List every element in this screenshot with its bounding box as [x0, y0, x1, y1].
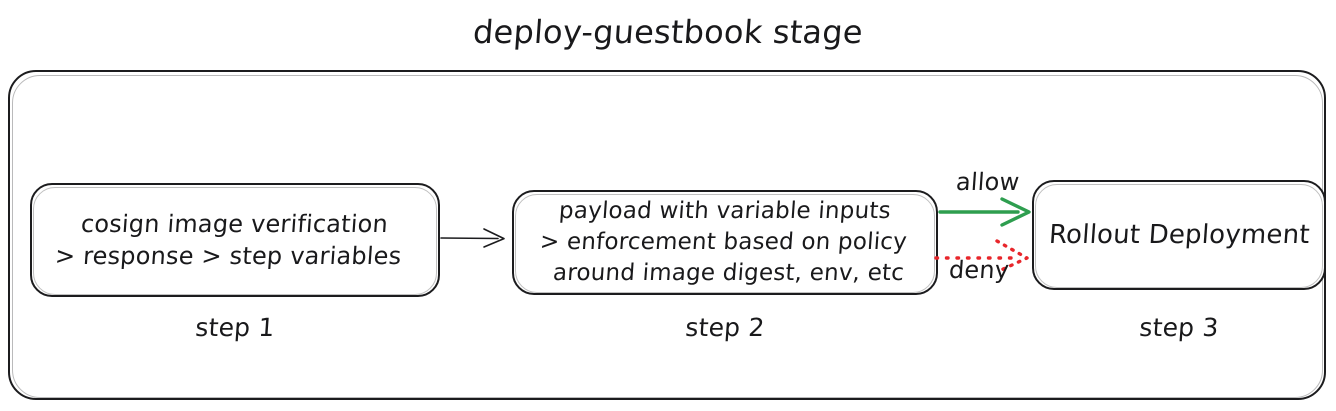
step-box-2-line-2: > enforcement based on policy: [538, 229, 908, 255]
step-box-1-line-2: > response > step variables: [53, 242, 403, 270]
step-caption-1: step 1: [194, 313, 276, 342]
step-box-3[interactable]: Rollout Deployment: [1032, 180, 1326, 290]
page-title: deploy-guestbook stage: [471, 13, 865, 51]
edge-label-deny: deny: [948, 256, 1011, 284]
step-box-3-line-1: Rollout Deployment: [1047, 220, 1311, 250]
step-box-2-line-1: payload with variable inputs: [558, 198, 892, 224]
step-caption-3: step 3: [1138, 313, 1220, 342]
step-caption-2: step 2: [684, 313, 766, 342]
step-box-1[interactable]: cosign image verification > response > s…: [30, 183, 440, 297]
step-box-2[interactable]: payload with variable inputs > enforceme…: [512, 190, 938, 295]
edge-label-allow: allow: [955, 168, 1021, 196]
step-box-2-line-3: around image digest, env, etc: [552, 260, 906, 286]
step-box-1-line-1: cosign image verification: [80, 210, 390, 238]
